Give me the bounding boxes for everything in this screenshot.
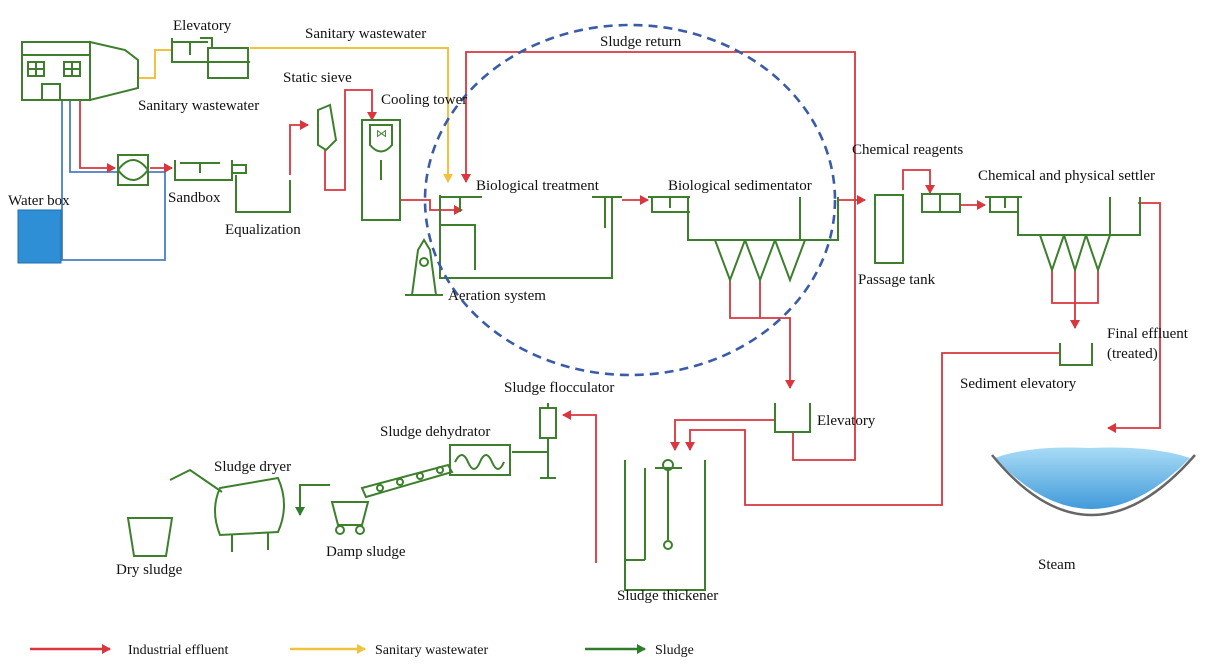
sludge-flocculator-unit <box>539 403 557 479</box>
label-sludge-dehydrator: Sludge dehydrator <box>380 424 490 440</box>
industrial-line-cooling <box>324 89 377 191</box>
damp-sludge-cart-icon <box>330 501 370 535</box>
water-line-to-splitter <box>69 100 118 173</box>
label-sludge-flocculator: Sludge flocculator <box>504 380 614 396</box>
sludge-thickener-unit <box>624 459 706 591</box>
industrial-line-final <box>1107 202 1161 433</box>
label-sanitary-top: Sanitary wastewater <box>305 26 426 42</box>
elevatory-mid-unit <box>774 403 811 433</box>
industrial-line-to-bio <box>400 199 463 215</box>
water-box-icon <box>17 209 62 264</box>
sludge-dryer-unit <box>169 468 285 552</box>
sludge-dehydrator-unit <box>449 444 511 476</box>
legend-sludge-label: Sludge <box>655 643 694 658</box>
chemical-reagent-line <box>902 169 935 194</box>
biological-treatment-tank <box>439 195 622 279</box>
sludge-line-floc-dehyd <box>512 440 549 453</box>
industrial-line-factory <box>79 100 116 173</box>
steam-basin-icon <box>991 447 1196 517</box>
label-sludge-thickener: Sludge thickener <box>617 588 718 604</box>
legend: Industrial effluent Sanitary wastewater … <box>30 643 694 658</box>
label-final-effluent: Final effluent <box>1107 326 1189 342</box>
sediment-to-thickener <box>685 352 1060 506</box>
elevatory-return-line <box>792 320 856 461</box>
legend-sanitary-label: Sanitary wastewater <box>375 643 488 658</box>
equalization-unit <box>235 175 291 213</box>
label-equalization: Equalization <box>225 222 301 238</box>
sludge-return-line <box>461 51 856 320</box>
label-chemical-reagents: Chemical reagents <box>852 142 963 158</box>
sediment-elevatory-unit <box>1059 343 1093 366</box>
biological-sedimentator-unit <box>648 196 839 283</box>
dry-sludge-bin-icon <box>126 517 174 557</box>
flow-lines <box>61 47 1161 563</box>
label-elevatory-top: Elevatory <box>173 18 232 34</box>
chemical-physical-settler-unit <box>985 196 1141 274</box>
aeration-blower-icon <box>405 238 443 296</box>
reagent-mixer-unit <box>921 193 961 213</box>
static-sieve-unit <box>317 103 338 152</box>
elevatory-top-unit <box>171 37 250 79</box>
factory-icon <box>21 40 139 102</box>
label-damp-sludge: Damp sludge <box>326 544 406 560</box>
label-sediment-elevatory: Sediment elevatory <box>960 376 1077 392</box>
label-steam: Steam <box>1038 557 1076 573</box>
passage-tank-unit <box>874 194 904 264</box>
industrial-line-sieve <box>289 120 309 175</box>
label-sanitary-left: Sanitary wastewater <box>138 98 259 114</box>
svg-text:⋈: ⋈ <box>376 127 387 140</box>
label-elevatory-mid: Elevatory <box>817 413 876 429</box>
label-static-sieve: Static sieve <box>283 70 352 86</box>
label-water-box: Water box <box>8 193 70 209</box>
elevatory-to-thickener <box>670 419 775 451</box>
label-cooling-tower: Cooling tower <box>381 92 467 108</box>
label-final-effluent-treated: (treated) <box>1107 346 1158 362</box>
sandbox-unit <box>174 160 247 181</box>
water-line-main <box>61 100 166 261</box>
cooling-tower-unit: ⋈ <box>361 119 401 221</box>
sanitary-line-top <box>250 47 453 183</box>
label-passage-tank: Passage tank <box>858 272 936 288</box>
sanitary-line-factory <box>138 49 172 79</box>
label-biological-sedimentator: Biological sedimentator <box>668 178 812 194</box>
pipe-mixer-icon <box>117 154 150 186</box>
label-sandbox: Sandbox <box>168 190 221 206</box>
label-sludge-dryer: Sludge dryer <box>214 459 291 475</box>
label-biological-treatment: Biological treatment <box>476 178 600 194</box>
labels: Elevatory Sanitary wastewater Sludge ret… <box>8 18 1189 604</box>
sludge-line-dryer <box>295 484 330 516</box>
thickener-to-flocculator <box>562 410 597 563</box>
label-aeration-system: Aeration system <box>448 288 546 304</box>
label-dry-sludge: Dry sludge <box>116 562 183 578</box>
legend-industrial-label: Industrial effluent <box>128 643 229 658</box>
conveyor-belt-unit <box>360 463 454 499</box>
label-sludge-return: Sludge return <box>600 34 682 50</box>
highlight-circle <box>423 23 837 377</box>
label-chem-phys-settler: Chemical and physical settler <box>978 168 1155 184</box>
